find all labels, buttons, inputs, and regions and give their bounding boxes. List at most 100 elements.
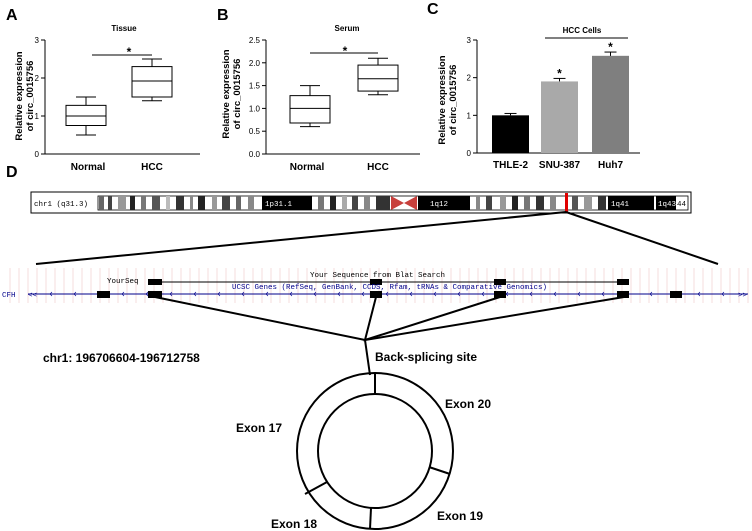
chart-a-ytick-label-2: 2	[35, 74, 40, 83]
ideogram-band-13	[248, 196, 254, 210]
strand-chevron-10	[289, 291, 293, 297]
ideogram-band-11	[222, 196, 230, 210]
strand-chevron-3	[121, 291, 125, 297]
chart-b-title: Serum	[335, 24, 360, 33]
chart-c-cat-1: SNU-387	[539, 160, 581, 171]
chart-b-cat-hcc: HCC	[367, 162, 389, 173]
chart-a-cat-hcc: HCC	[141, 162, 163, 173]
strand-chevron-4	[145, 291, 149, 297]
ucsc-genes-label: UCSC Genes (RefSeq, GenBank, CCDS, Rfam,…	[232, 284, 547, 292]
chart-b-ytick-label-2: 1.0	[249, 104, 261, 113]
chart-b-ytick-label-4: 2.0	[249, 59, 261, 68]
strand-chevron-7	[217, 291, 221, 297]
ideogram-band-5	[152, 196, 160, 210]
ideogram-band-15	[318, 196, 324, 210]
yourseq-block-3	[494, 279, 506, 285]
ideogram-band-30	[584, 196, 592, 210]
ideogram-band-8	[190, 196, 193, 210]
chart-b-box-1	[357, 64, 399, 92]
strand-chevron-8	[241, 291, 245, 297]
chart-b-ylabel-line1: Relative expression	[221, 49, 232, 138]
chart-c-ylabel-line2: of circ_0015756	[448, 65, 459, 136]
ideogram-band-6	[166, 196, 170, 210]
backsplice-pointer	[364, 339, 371, 376]
strand-chevron-5	[169, 291, 173, 297]
ideogram-band-9	[198, 196, 205, 210]
strand-chevron-17	[457, 291, 461, 297]
chart-b-cat-normal: Normal	[290, 162, 325, 173]
panel-label-a: A	[6, 7, 18, 24]
strand-chevron-12	[337, 291, 341, 297]
ideogram-band-28	[550, 196, 556, 210]
strand-chevron-21	[553, 291, 557, 297]
exon-17-label: Exon 17	[236, 421, 282, 435]
gene-exon-5	[617, 291, 629, 298]
chart-b-ylabel-line2: of circ_0015756	[232, 59, 243, 130]
ideogram-band-4	[141, 196, 146, 210]
backsplice-label: Back-splicing site	[375, 350, 477, 364]
strand-chevron-28	[721, 291, 725, 297]
chart-b-ytick-label-0: 0.0	[249, 150, 261, 159]
ideogram-band-7	[176, 196, 184, 210]
chart-c-ylabel-line1: Relative expression	[437, 55, 448, 144]
chart-b-ytick-label-1: 0.5	[249, 127, 261, 136]
chart-a-box-0	[65, 104, 107, 126]
ideogram-band-12	[236, 196, 241, 210]
exon-20-label: Exon 20	[445, 397, 491, 411]
strand-chevron-6	[193, 291, 197, 297]
chart-a-ylabel-line2: of circ_0015756	[25, 61, 36, 132]
ideogram-band-1	[108, 196, 112, 210]
ideogram-band-14	[262, 196, 312, 210]
strand-chevron-20	[529, 291, 533, 297]
ideogram-band-24	[500, 196, 506, 210]
gene-label: CFH	[2, 292, 16, 300]
exon-18-label: Exon 18	[271, 517, 317, 531]
ideogram-band-31	[598, 196, 606, 210]
strand-chevron-23	[601, 291, 605, 297]
gene-exon-3	[370, 291, 382, 298]
ideogram-band-20	[376, 196, 390, 210]
strand-chevron-27	[697, 291, 701, 297]
chart-a-ylabel-line1: Relative expression	[14, 51, 25, 140]
strand-chevron-16	[433, 291, 437, 297]
ideogram-band-3	[130, 196, 135, 210]
yourseq-block-2	[370, 279, 382, 285]
chart-b: Serum Relative expression of circ_001575…	[221, 24, 420, 173]
chart-c-ytick-label-0: 0	[467, 149, 472, 158]
gene-exon-1	[97, 291, 110, 298]
gene-exon-6	[670, 291, 682, 298]
chromosome-label: chr1 (q31.3)	[34, 201, 88, 209]
strand-chevron-1	[73, 291, 77, 297]
chart-a-star: *	[127, 45, 132, 59]
strand-chevron-18	[481, 291, 485, 297]
circrna-inner-ring	[317, 393, 433, 509]
ideogram-band-10	[212, 196, 217, 210]
ideogram-band-32	[608, 196, 654, 210]
blat-title: Your Sequence from Blat Search	[310, 272, 445, 280]
zoom-line-left	[35, 211, 567, 265]
chart-b-star: *	[343, 44, 348, 58]
chart-a: Tissue Relative expression of circ_00157…	[14, 24, 200, 173]
chart-b-box-0	[289, 95, 331, 124]
gene-arrow-left: <<	[28, 292, 38, 300]
chart-c-ytick-label-1: 1	[467, 111, 472, 120]
exon-19-label: Exon 19	[437, 509, 483, 523]
ideogram-band-21	[418, 196, 470, 210]
band-label-4: 1q43	[658, 201, 677, 209]
ideogram-band-2	[118, 196, 126, 210]
chart-c-ytick-label-3: 3	[467, 36, 472, 45]
yourseq-block-1	[148, 279, 162, 285]
locus-marker	[565, 193, 568, 213]
chart-c-bar-1	[541, 81, 578, 153]
ideogram-band-18	[352, 196, 358, 210]
chart-c-star-2: *	[608, 40, 613, 54]
strand-chevron-22	[577, 291, 581, 297]
yourseq-block-4	[617, 279, 629, 285]
gene-exon-4	[494, 291, 506, 298]
panel-label-c: C	[427, 1, 439, 18]
chart-c-cat-0: THLE-2	[493, 160, 528, 171]
ideogram-band-19	[364, 196, 370, 210]
band-label-3: 1q41	[611, 201, 630, 209]
band-label-5: 44	[677, 201, 687, 209]
strand-chevron-13	[361, 291, 365, 297]
